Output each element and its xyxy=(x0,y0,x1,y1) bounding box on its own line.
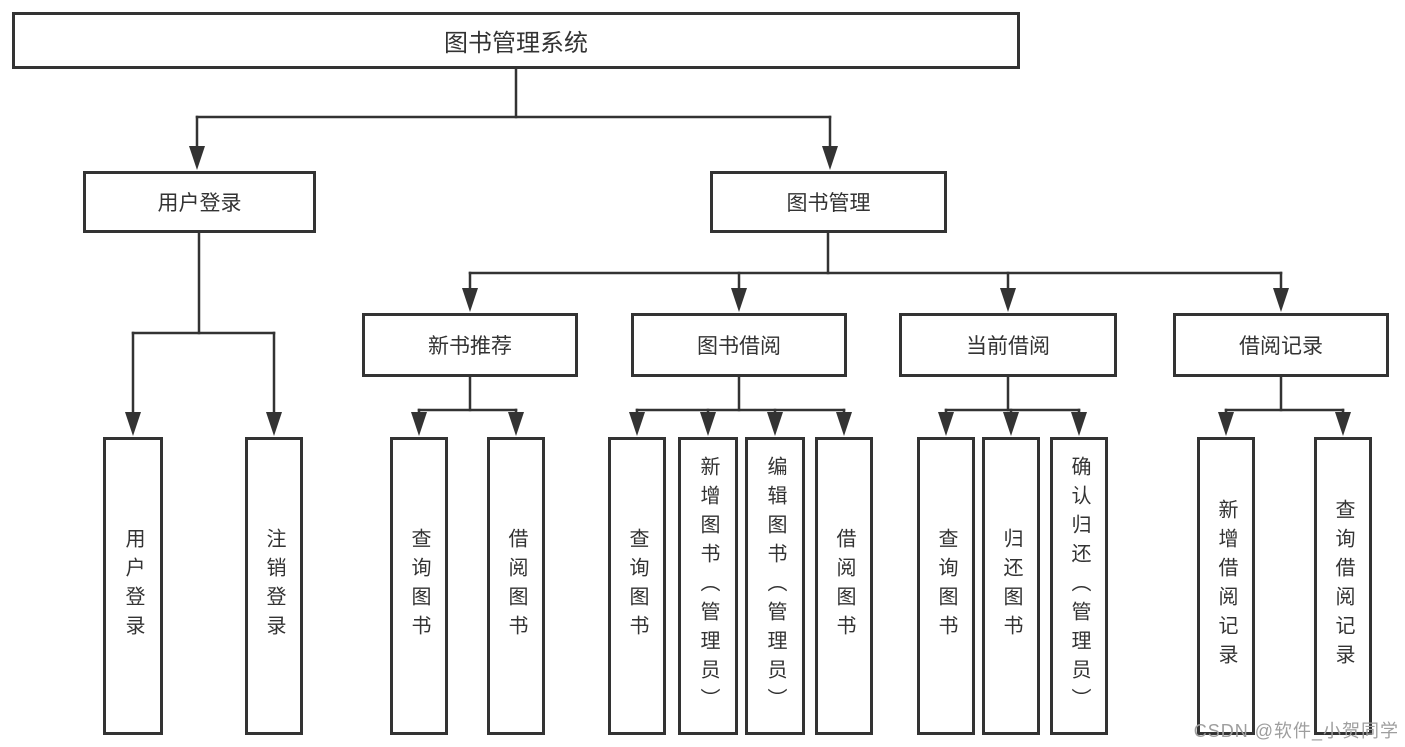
leaf-user-login: 用户登录 xyxy=(103,437,163,735)
leaf-add-borrow-record: 新增借阅记录 xyxy=(1197,437,1255,735)
node-user-login: 用户登录 xyxy=(83,171,316,233)
node-new-book-recommend: 新书推荐 xyxy=(362,313,578,377)
leaf-query-books-borrow: 查询图书 xyxy=(608,437,666,735)
leaf-query-borrow-record: 查询借阅记录 xyxy=(1314,437,1372,735)
leaf-confirm-return-admin: 确认归还（管理员） xyxy=(1050,437,1108,735)
node-book-management: 图书管理 xyxy=(710,171,947,233)
arrowheads xyxy=(125,146,1351,436)
leaf-borrow-books: 借阅图书 xyxy=(815,437,873,735)
node-book-borrow: 图书借阅 xyxy=(631,313,847,377)
leaf-query-books-current: 查询图书 xyxy=(917,437,975,735)
csdn-watermark: CSDN @软件_小贺同学 xyxy=(1193,721,1399,741)
leaf-return-books: 归还图书 xyxy=(982,437,1040,735)
node-current-borrow: 当前借阅 xyxy=(899,313,1117,377)
leaf-edit-books-admin: 编辑图书（管理员） xyxy=(745,437,805,735)
leaf-logout: 注销登录 xyxy=(245,437,303,735)
leaf-query-books-recommend: 查询图书 xyxy=(390,437,448,735)
leaf-borrow-books-recommend: 借阅图书 xyxy=(487,437,545,735)
node-library-system: 图书管理系统 xyxy=(12,12,1020,69)
leaf-add-books-admin: 新增图书（管理员） xyxy=(678,437,738,735)
node-borrow-records: 借阅记录 xyxy=(1173,313,1389,377)
